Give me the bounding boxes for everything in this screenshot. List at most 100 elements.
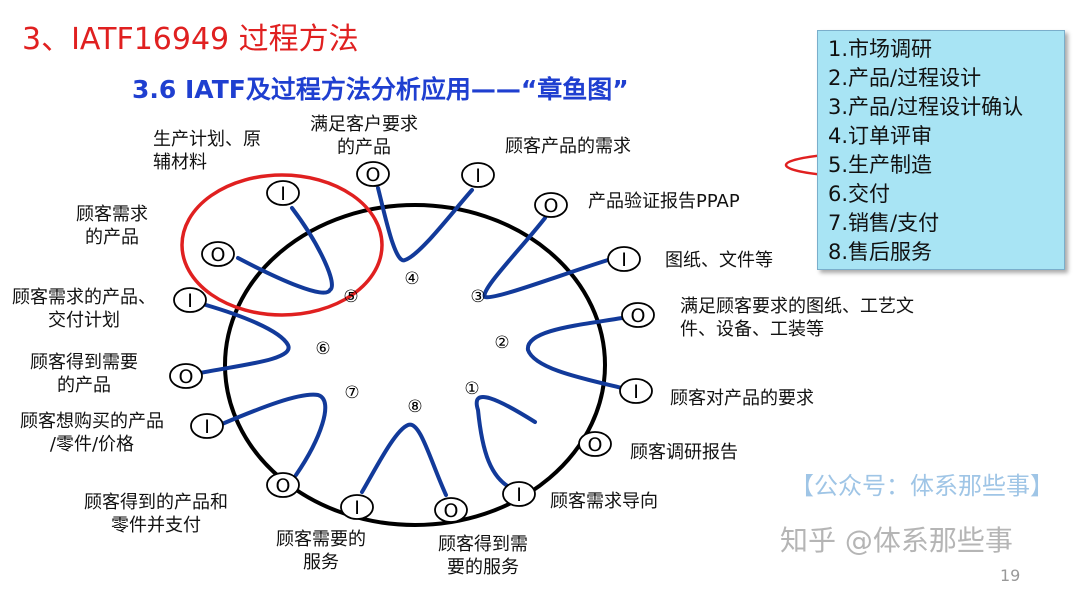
io-label: 顾客需求的产品 — [76, 203, 148, 249]
svg-text:I: I — [621, 249, 627, 271]
stage-item: 2.产品/过程设计 — [828, 66, 982, 90]
highlight-circle — [180, 173, 384, 317]
svg-text:O: O — [588, 434, 603, 456]
process-number: ③ — [470, 287, 485, 307]
io-label-line: 的产品 — [57, 375, 111, 396]
io-label: 生产计划、原辅材料 — [153, 128, 261, 174]
io-label-line: 服务 — [303, 552, 339, 573]
stage-item: 1.市场调研 — [828, 37, 933, 61]
process-ellipse — [223, 203, 607, 527]
process-curve — [236, 206, 334, 295]
svg-text:O: O — [544, 195, 559, 217]
process-curve — [526, 316, 624, 390]
svg-text:I: I — [633, 381, 639, 403]
io-label-line: 零件并支付 — [111, 515, 201, 536]
output-bubble: O — [534, 192, 568, 218]
io-label: 顾客需求导向 — [550, 490, 658, 513]
process-number: ⑧ — [407, 397, 422, 417]
io-label-line: 顾客需求 — [76, 204, 148, 225]
io-label-line: 顾客得到需要 — [30, 352, 138, 373]
process-number: ② — [494, 333, 509, 353]
output-bubble: O — [621, 302, 655, 328]
process-curve — [376, 186, 474, 263]
stage-item: 8.售后服务 — [828, 240, 933, 264]
io-label-line: 图纸、文件等 — [665, 250, 773, 271]
svg-text:O: O — [444, 500, 459, 522]
io-label-line: 顾客想购买的产品 — [20, 411, 164, 432]
io-label-line: 件、设备、工装等 — [680, 319, 824, 340]
io-label-line: 交付计划 — [48, 310, 120, 331]
io-label-line: 满足顾客要求的图纸、工艺文 — [680, 296, 914, 317]
output-bubble: O — [434, 497, 468, 523]
stage-item: 4.订单评审 — [828, 124, 933, 148]
stage-item: 6.交付 — [828, 182, 891, 206]
process-curve — [360, 422, 448, 497]
process-number: ① — [464, 379, 479, 399]
input-bubble: I — [340, 494, 374, 520]
output-bubble: O — [356, 161, 390, 187]
slide-subtitle: 3.6 IATF及过程方法分析应用——“章鱼图” — [132, 75, 629, 104]
svg-text:I: I — [516, 484, 522, 506]
process-curve — [482, 216, 610, 300]
io-label: 图纸、文件等 — [665, 249, 773, 272]
stage-item: 5.生产制造 — [828, 153, 933, 177]
process-number: ⑥ — [315, 339, 330, 359]
io-label: 顾客产品的需求 — [505, 135, 631, 158]
io-label-line: 的产品 — [85, 227, 139, 248]
io-label: 顾客得到的产品和零件并支付 — [84, 491, 228, 537]
output-bubble: O — [201, 241, 235, 267]
io-label-line: 顾客对产品的要求 — [670, 388, 814, 409]
input-bubble: I — [461, 162, 495, 188]
io-label: 满足客户要求的产品 — [310, 113, 418, 159]
io-label: 顾客得到需要的产品 — [30, 351, 138, 397]
svg-text:O: O — [211, 244, 226, 266]
svg-text:O: O — [276, 475, 291, 497]
process-curve — [474, 395, 537, 492]
input-bubble: I — [607, 246, 641, 272]
stage-list: 1.市场调研 2.产品/过程设计 3.产品/过程设计确认 4.订单评审 5.生产… — [817, 30, 1065, 270]
svg-text:I: I — [475, 165, 481, 187]
io-label-line: 生产计划、原 — [153, 129, 261, 150]
io-label-line: 顾客需要的 — [276, 529, 366, 550]
input-bubble: I — [190, 413, 224, 439]
process-curve — [220, 392, 328, 477]
io-label-line: 顾客调研报告 — [630, 442, 738, 463]
svg-text:O: O — [631, 305, 646, 327]
process-curve — [198, 303, 291, 375]
io-label-line: 要的服务 — [447, 557, 519, 578]
io-label: 顾客需求的产品、交付计划 — [12, 286, 156, 332]
svg-text:I: I — [280, 183, 286, 205]
svg-text:I: I — [204, 416, 210, 438]
svg-text:O: O — [366, 164, 381, 186]
io-label-line: 满足客户要求 — [310, 114, 418, 135]
process-number: ④ — [404, 269, 419, 289]
input-bubble: I — [619, 378, 653, 404]
stage-item: 3.产品/过程设计确认 — [828, 95, 1024, 119]
io-label: 顾客对产品的要求 — [670, 387, 814, 410]
io-label-line: 顾客产品的需求 — [505, 136, 631, 157]
io-label-line: 顾客得到的产品和 — [84, 492, 228, 513]
io-label-line: 的产品 — [337, 137, 391, 158]
io-label: 顾客调研报告 — [630, 441, 738, 464]
io-label-line: 辅材料 — [153, 152, 207, 173]
page-number: 19 — [1000, 566, 1021, 585]
svg-text:O: O — [179, 366, 194, 388]
output-bubble: O — [169, 363, 203, 389]
io-label-line: 顾客需求导向 — [550, 491, 658, 512]
io-label: 顾客得到需要的服务 — [438, 533, 528, 579]
process-number: ⑦ — [344, 383, 359, 403]
process-number: ⑤ — [343, 287, 358, 307]
io-label-line: /零件/价格 — [49, 434, 135, 455]
input-bubble: I — [502, 481, 536, 507]
io-label-line: 顾客需求的产品、 — [12, 287, 156, 308]
svg-text:I: I — [187, 290, 193, 312]
input-bubble: I — [173, 287, 207, 313]
io-label: 产品验证报告PPAP — [588, 190, 740, 213]
output-bubble: O — [578, 431, 612, 457]
io-label: 满足顾客要求的图纸、工艺文件、设备、工装等 — [680, 295, 914, 341]
io-label: 顾客需要的服务 — [276, 528, 366, 574]
io-label-line: 顾客得到需 — [438, 534, 528, 555]
zhihu-watermark: 知乎 @体系那些事 — [780, 524, 1013, 557]
stage-item: 7.销售/支付 — [828, 211, 940, 235]
